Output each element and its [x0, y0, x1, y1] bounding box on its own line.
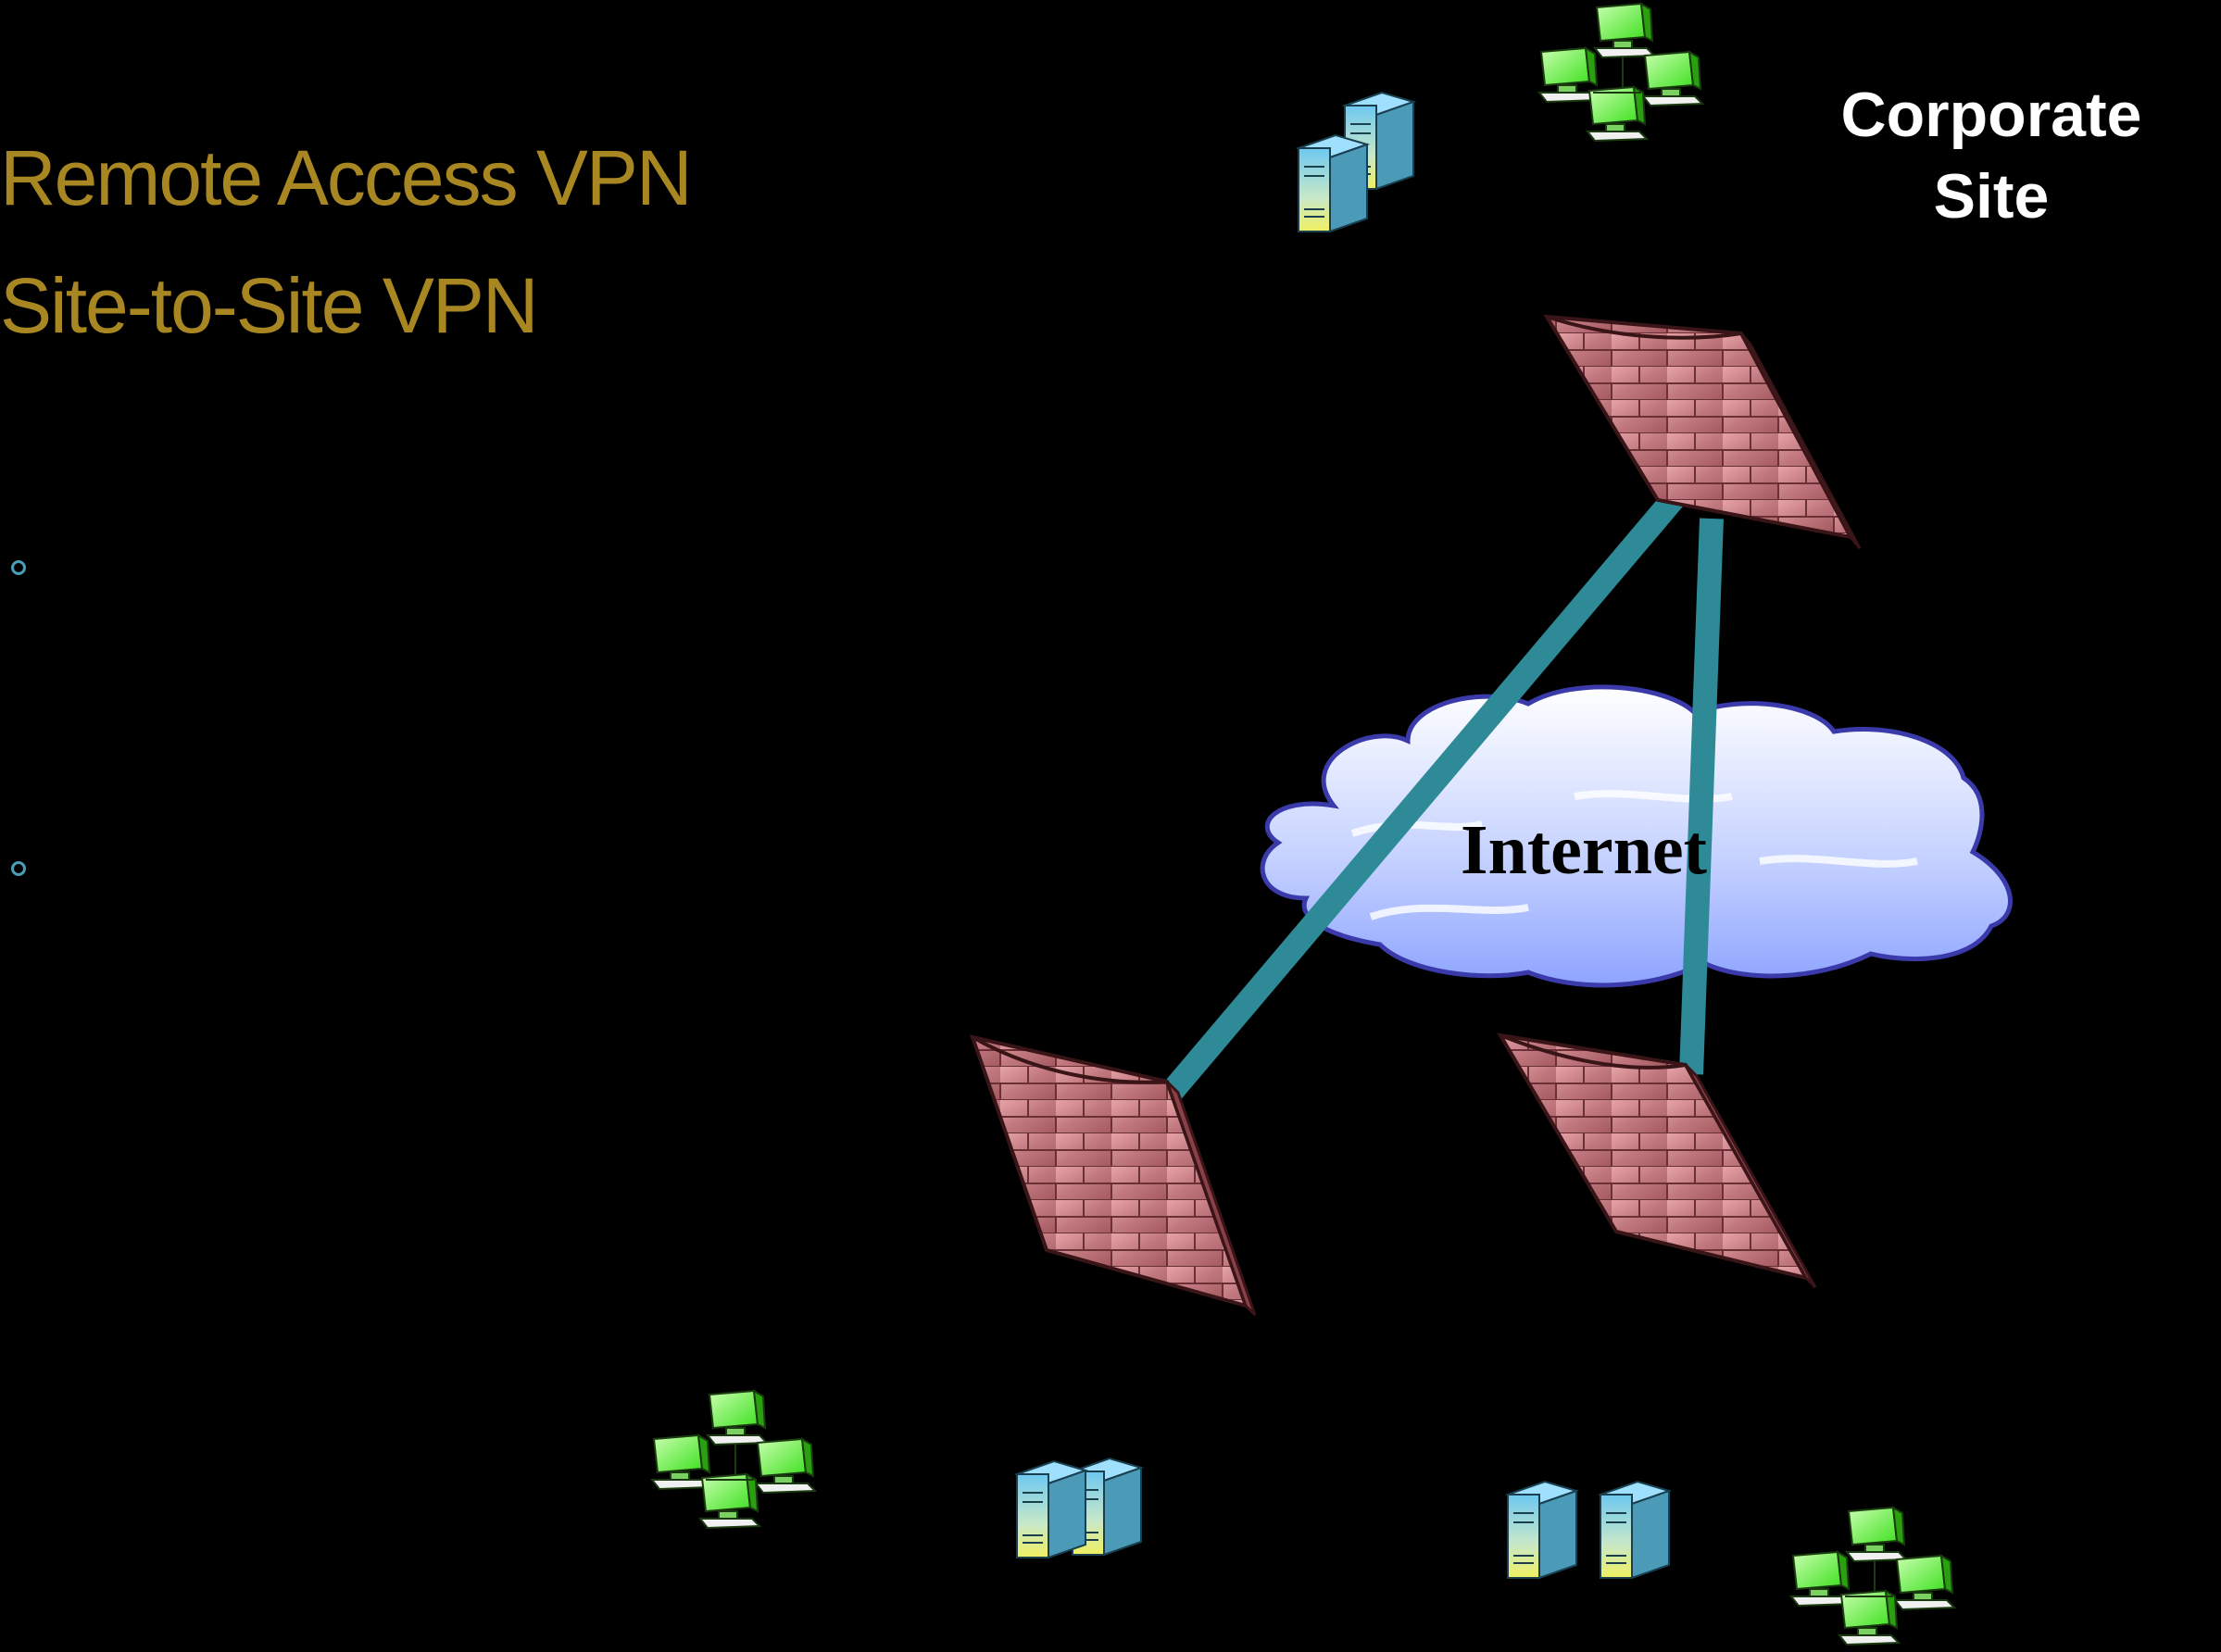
vpn-tunnel-remote	[1158, 487, 1686, 1106]
corporate-site-label: Corporate Site	[1788, 74, 2195, 237]
server-icon-branch-2	[1600, 1481, 1670, 1579]
internet-label: Internet	[1461, 811, 1707, 889]
title-site-to-site-vpn: Site-to-Site VPN	[0, 262, 539, 349]
workstation-group-icon-remote	[652, 1391, 815, 1528]
workstation-group-icon-corporate	[1539, 4, 1702, 141]
vpn-tunnel-site	[1679, 518, 1724, 1075]
title-remote-access-vpn: Remote Access VPN	[0, 134, 693, 221]
corporate-site-line-1: Corporate	[1840, 80, 2142, 150]
corporate-site-line-2: Site	[1933, 161, 2050, 232]
server-icon-remote	[1016, 1458, 1142, 1558]
bullet-point-2	[11, 861, 26, 876]
firewall-icon-remote	[969, 1034, 1257, 1317]
firewall-icon-branch	[1497, 1032, 1817, 1289]
firewall-icon-corporate	[1543, 314, 1862, 549]
bullet-point-1	[11, 560, 26, 575]
workstation-group-icon-branch	[1791, 1508, 1954, 1645]
server-icon-corporate	[1298, 92, 1414, 232]
server-icon-branch-1	[1507, 1481, 1577, 1579]
